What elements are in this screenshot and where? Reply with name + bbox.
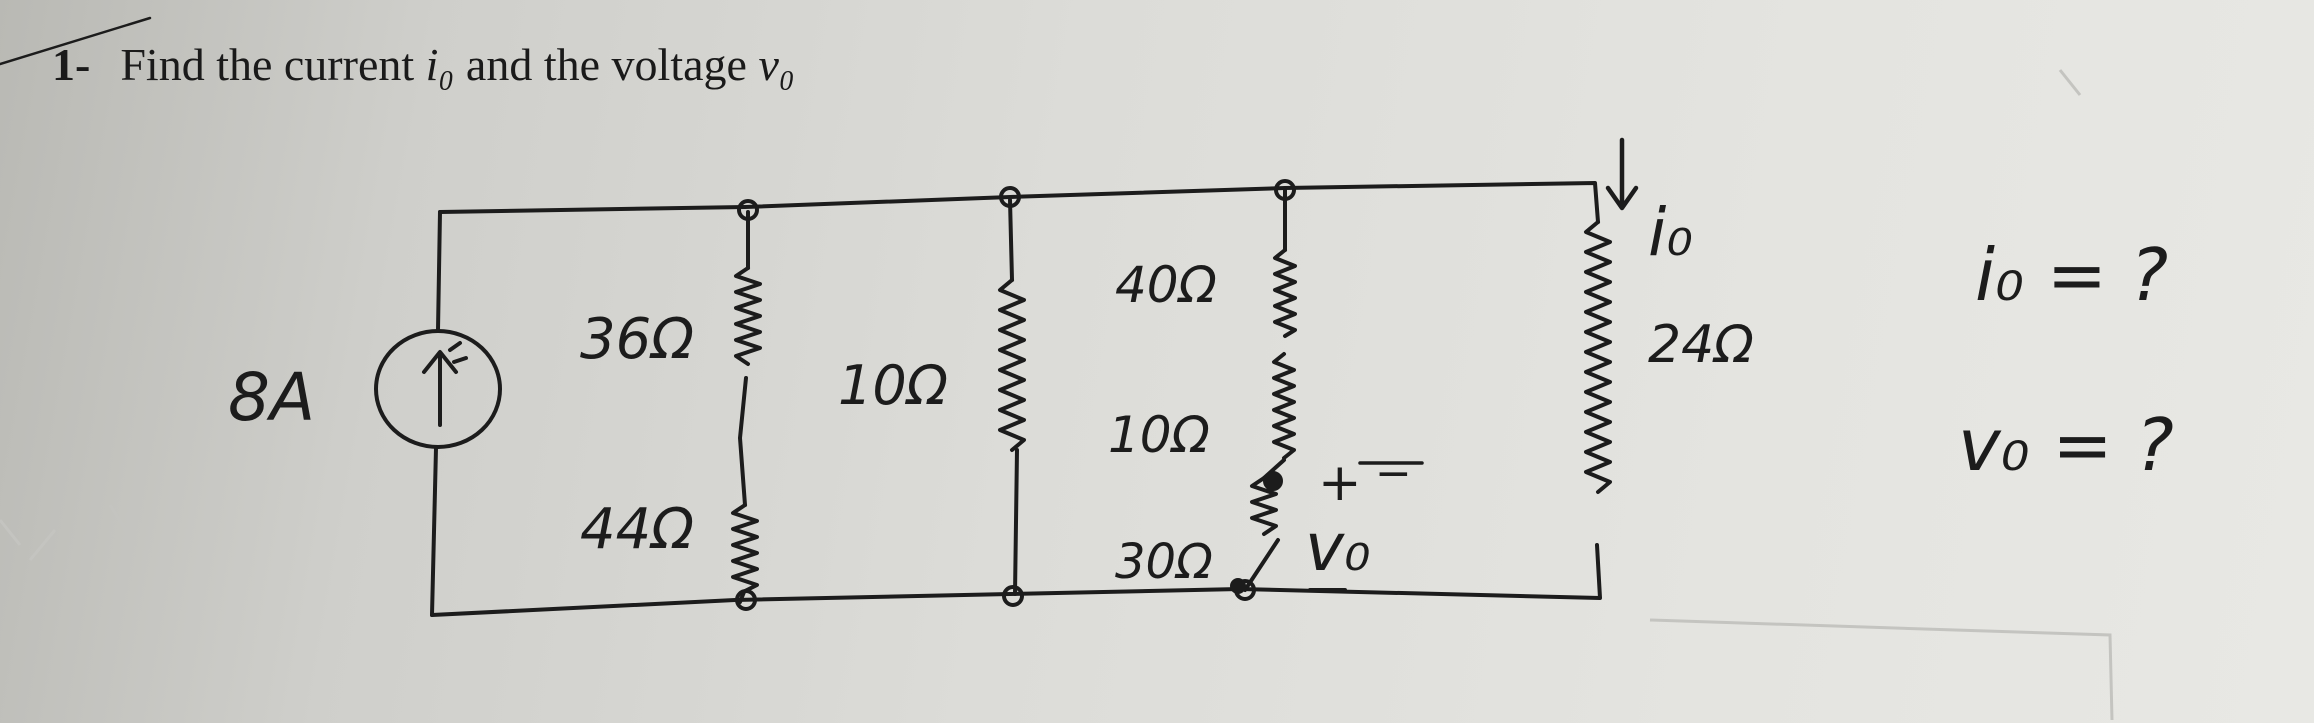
node-dot: [1274, 179, 1296, 201]
source-label: 8A: [228, 359, 315, 436]
label-30-ohm: 30Ω: [1115, 534, 1213, 590]
resistor-30-ohm: [1250, 476, 1278, 536]
question-text-start: Find the current: [120, 39, 415, 90]
ghost-mark: [2058, 69, 2082, 96]
vo-minus: −: [1375, 448, 1412, 499]
current-label: i₀: [1648, 194, 1693, 271]
question-text: 1- Find the current i₀ and the voltage v₀: [52, 38, 795, 91]
voltage-variable: v₀: [758, 39, 795, 90]
top-wire: [438, 181, 1600, 224]
node-dot: [1263, 471, 1283, 491]
resistor-10-ohm-a: [998, 278, 1026, 452]
label-40-ohm: 40Ω: [1115, 256, 1217, 314]
node-dot: [999, 186, 1021, 208]
left-wire: [430, 210, 442, 617]
label-36-ohm: 36Ω: [580, 307, 694, 372]
node-dot: [735, 589, 757, 611]
branch-3-wire: [1243, 186, 1287, 592]
node-dot: [1230, 578, 1246, 594]
resistor-40-ohm: [1273, 248, 1297, 338]
vo-plus: +: [1318, 453, 1362, 513]
vo-label: v₀: [1305, 509, 1371, 586]
label-10-ohm-a: 10Ω: [838, 354, 948, 417]
io-question: i₀ = ?: [1975, 233, 2168, 317]
margin-line: [0, 16, 152, 66]
current-arrow-icon: [1605, 137, 1639, 211]
ghost-mark: [0, 504, 137, 561]
resistor-36-ohm: [734, 266, 762, 366]
node-dot: [1002, 585, 1024, 607]
current-variable: i₀: [425, 39, 455, 90]
node-dot: [737, 199, 759, 221]
bottom-wire: [430, 543, 1602, 617]
branch-2-wire: [1008, 198, 1019, 596]
label-44-ohm: 44Ω: [580, 497, 694, 562]
label-10-ohm-b: 10Ω: [1108, 406, 1210, 464]
current-source: [374, 329, 502, 449]
resistor-24-ohm: [1584, 220, 1612, 494]
resistor-10-ohm-b: [1272, 352, 1296, 460]
question-number: 1-: [52, 39, 91, 90]
label-24-ohm: 24Ω: [1648, 315, 1754, 375]
question-text-middle: and the voltage: [465, 39, 747, 90]
source-arrow-icon: [422, 341, 468, 427]
branch-1-wire: [738, 210, 750, 604]
resistor-44-ohm: [731, 503, 759, 593]
vo-question: v₀ = ?: [1958, 403, 2174, 487]
ghost-mark: [1649, 618, 2114, 721]
